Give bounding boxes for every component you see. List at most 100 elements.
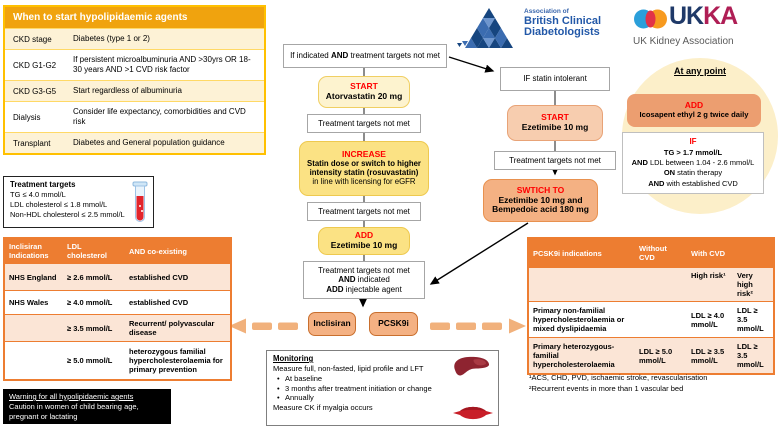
ukka-uk: UK (669, 2, 704, 30)
target-line: TG ≤ 4.0 mmol/L (10, 190, 66, 200)
dashed-arrow-to-pcsk9i-table (430, 318, 526, 334)
footnote-1: ¹ACS, CHD, PVD, ischaemic stroke, revasc… (529, 373, 708, 382)
cell: LDL ≥ 3.5 mmol/L (691, 346, 725, 365)
ukka-logo-text: UKKA (669, 2, 738, 30)
ukka-ka: KA (703, 2, 738, 30)
column-header: With CVD (691, 248, 726, 258)
increase-rest-text: in line with licensing for eGFR (312, 176, 416, 186)
inclisiran-indications-table: Inclisiran Indications LDL cholesterol A… (3, 237, 232, 381)
inclisiran-box: Inclisiran (308, 312, 356, 336)
target-line: Non-HDL cholesterol ≤ 2.5 mmol/L (10, 209, 125, 219)
cell (635, 317, 687, 323)
table-row: ≥ 3.5 mmol/L Recurrent/ polyvascular dis… (5, 314, 230, 341)
table-row: Primary non-familial hypercholesterolaem… (529, 301, 773, 337)
add-ezetimibe-box: ADD Ezetimibe 10 mg (318, 227, 410, 255)
when-to-start-rows: CKD stage Diabetes (type 1 or 2) CKD G1-… (5, 28, 264, 153)
target-line: LDL cholesterol ≤ 1.8 mmol/L (10, 199, 108, 209)
column-subheader: Very high risk² (737, 271, 753, 298)
add-keyword: ADD (354, 230, 374, 241)
abcd-line-2: British Clinical (524, 14, 602, 27)
dashed-arrow-to-inclisiran-table (229, 318, 298, 334)
cell: LDL ≥ 5.0 mmol/L (639, 346, 673, 365)
cell: ≥ 3.5 mmol/L (67, 323, 113, 333)
table-row: NHS England ≥ 2.6 mmol/L established CVD (5, 263, 230, 290)
table-subheader-row: High risk¹ Very high risk² (529, 267, 773, 301)
inclisiran-label: Inclisiran (313, 318, 351, 329)
row-text: Diabetes and General population guidance (73, 138, 225, 147)
monitoring-outro: Measure CK if myalgia occurs (273, 403, 373, 413)
add-icosapent-box: ADD Icosapent ethyl 2 g twice daily (627, 94, 761, 127)
liver-icon (454, 356, 490, 376)
footnote-2: ²Recurrent events in more than 1 vascula… (529, 384, 684, 394)
cell (635, 268, 687, 274)
warning-title: Warning for all hypolipidaemic agents (9, 392, 134, 401)
increase-statin-box: INCREASE Statin dose or switch to higher… (299, 141, 429, 196)
add-keyword: ADD (684, 100, 704, 111)
when-to-start-title: When to start hypolipidaemic agents (5, 7, 264, 28)
column-subheader: High risk¹ (691, 271, 726, 280)
when-to-start-table: When to start hypolipidaemic agents CKD … (3, 5, 266, 155)
monitoring-box: Monitoring Measure full, non-fasted, lip… (266, 350, 499, 426)
targets-not-met-text: Treatment targets not met (509, 155, 601, 165)
cell: LDL ≥ 4.0 mmol/L (691, 310, 725, 329)
abcd-logo-text: Association of British Clinical Diabetol… (524, 8, 602, 39)
treatment-targets-title: Treatment targets (10, 180, 76, 189)
targets-not-met-box: Treatment targets not met (307, 202, 421, 221)
cell (5, 325, 63, 331)
start-ezetimibe-box: START Ezetimibe 10 mg (507, 105, 603, 141)
entry-text: If indicated AND treatment targets not m… (290, 51, 440, 61)
flow-connectors (363, 68, 556, 262)
cell: established CVD (129, 298, 189, 307)
row-label: Transplant (13, 138, 51, 148)
treatment-targets-box: Treatment targets TG ≤ 4.0 mmol/L LDL ch… (3, 176, 154, 228)
start-keyword: START (541, 112, 569, 123)
cell: ≥ 4.0 mmol/L (67, 298, 113, 307)
row-label: CKD G1-G2 (13, 60, 57, 70)
switch-to-box: SWTICH TO Ezetimibe 10 mg and Bempedoic … (483, 179, 598, 222)
ukka-subtitle: UK Kidney Association (633, 36, 734, 47)
abcd-line-3: Diabetologists (524, 26, 600, 39)
monitoring-intro: Measure full, non-fasted, lipid profile … (273, 364, 424, 374)
if-keyword: IF (689, 137, 697, 147)
statin-intolerant-text: IF statin intolerant (523, 74, 587, 84)
warning-text: Caution in women of child bearing age, p… (9, 401, 139, 421)
muscle-icon (453, 406, 493, 420)
targets-not-met-box: Treatment targets not met (494, 151, 616, 170)
cell: heterozygous familial hypercholesterolae… (129, 347, 223, 374)
add-injectable-box: Treatment targets not met AND indicated … (303, 261, 425, 299)
row-label: Dialysis (13, 112, 41, 122)
cell (529, 268, 635, 274)
increase-keyword: INCREASE (342, 149, 386, 160)
row-label: CKD stage (13, 34, 52, 44)
cell: Primary heterozygous-familial hyperchole… (533, 342, 615, 369)
injectable-line-2: AND indicated (338, 275, 390, 285)
atorvastatin-text: Atorvastatin 20 mg (325, 91, 403, 101)
targets-not-met-box: Treatment targets not met (307, 114, 421, 133)
table-row: ≥ 5.0 mmol/L heterozygous familial hyper… (5, 341, 230, 379)
row-text: Start regardless of albuminuria (73, 86, 182, 95)
table-row: CKD G3-G5 Start regardless of albuminuri… (5, 80, 264, 101)
abcd-line-1: Association of (524, 8, 569, 15)
bullet-item: Annually (273, 393, 492, 403)
criteria-line-1: TG > 1.7 mmol/L (663, 148, 723, 158)
column-header: AND co-existing (129, 246, 187, 256)
monitoring-bullets: At baseline 3 months after treatment ini… (273, 374, 492, 403)
pcsk9i-indications-table: PCSK9i indications Without CVD With CVD … (527, 237, 775, 375)
table-row: Transplant Diabetes and General populati… (5, 132, 264, 153)
at-any-point-title: At any point (674, 66, 726, 76)
start-atorvastatin-box: START Atorvastatin 20 mg (318, 76, 410, 108)
ukka-logo-icon (634, 9, 667, 29)
column-header: Without CVD (639, 244, 667, 262)
switch-keyword: SWTICH TO (516, 184, 565, 195)
cell: Primary non-familial hypercholesterolaem… (533, 306, 625, 333)
criteria-line-4: AND with established CVD (648, 178, 738, 188)
ezetimibe-text: Ezetimibe 10 mg (521, 122, 589, 132)
icosapent-text: Icosapent ethyl 2 g twice daily (639, 110, 749, 120)
pcsk9i-footnotes: ¹ACS, CHD, PVD, ischaemic stroke, revasc… (529, 372, 775, 395)
warning-box: Warning for all hypolipidaemic agents Ca… (3, 389, 171, 425)
targets-not-met-text: Treatment targets not met (318, 206, 410, 216)
cell: Recurrent/ polyvascular disease (129, 319, 215, 337)
table-row: Dialysis Consider life expectancy, comor… (5, 101, 264, 132)
